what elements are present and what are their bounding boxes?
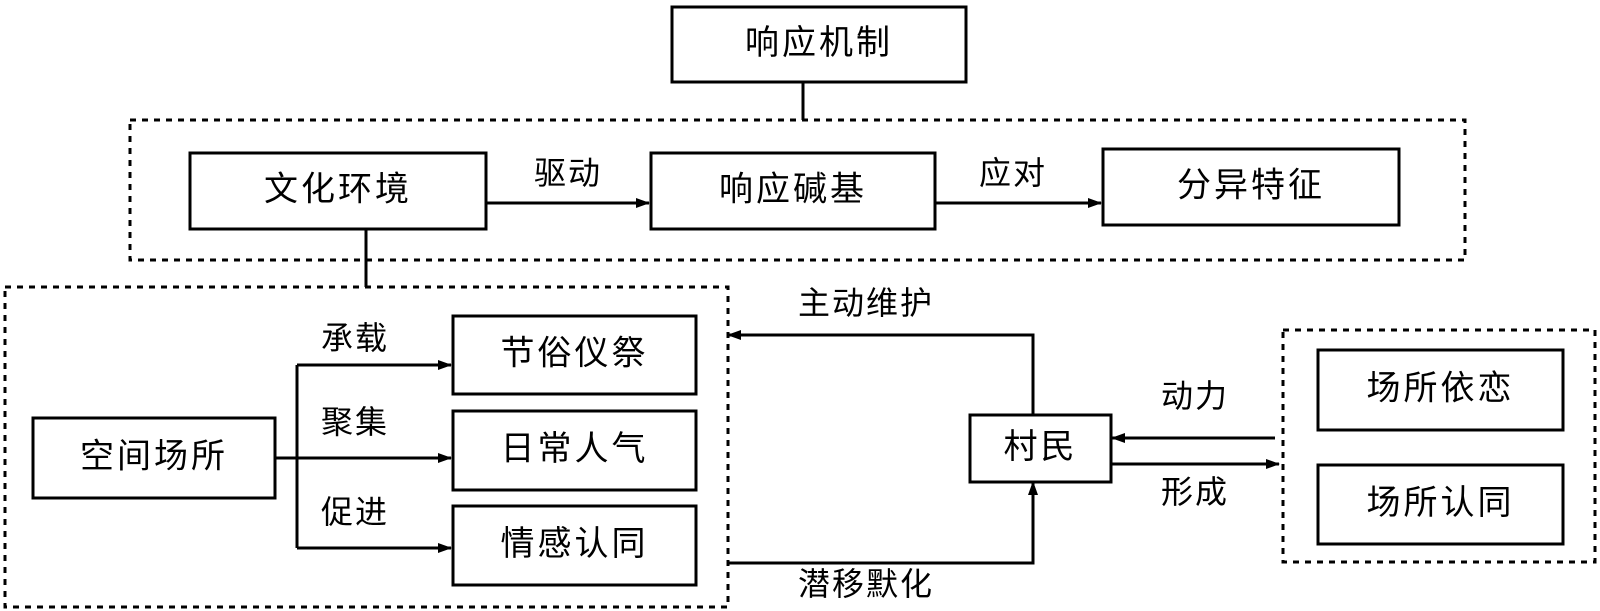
arrow-active-maintenance xyxy=(727,330,1035,415)
node-villagers: 村民 xyxy=(1004,427,1078,467)
right-dashed-group xyxy=(1281,328,1597,564)
label-subtle-influence: 潜移默化 xyxy=(798,565,934,603)
node-daily-popularity: 日常人气 xyxy=(501,429,649,469)
label-promote: 促进 xyxy=(321,493,389,531)
label-respond: 应对 xyxy=(979,154,1047,192)
label-gather: 聚集 xyxy=(321,403,389,441)
node-box-emotional-identity xyxy=(451,504,698,587)
node-box-daily-popularity xyxy=(451,409,698,492)
node-box-response-base xyxy=(649,151,937,231)
node-box-villagers xyxy=(968,413,1113,484)
node-box-festival-rituals xyxy=(451,314,698,396)
node-place-attachment: 场所依恋 xyxy=(1367,369,1515,409)
node-box-place-identity xyxy=(1316,463,1565,546)
node-differentiation-features: 分异特征 xyxy=(1177,166,1325,206)
node-cultural-environment: 文化环境 xyxy=(264,170,412,210)
node-box-response-mechanism xyxy=(670,5,968,84)
arrow-subtle-influence xyxy=(728,481,1038,565)
node-response-mechanism: 响应机制 xyxy=(745,23,893,63)
label-active-maintenance: 主动维护 xyxy=(798,284,934,322)
label-carry: 承载 xyxy=(321,319,389,357)
label-motivation: 动力 xyxy=(1161,377,1229,415)
node-place-identity: 场所认同 xyxy=(1367,483,1515,523)
label-drive: 驱动 xyxy=(534,154,602,192)
node-spatial-place: 空间场所 xyxy=(80,437,228,477)
node-response-base: 响应碱基 xyxy=(719,170,867,210)
node-box-spatial-place xyxy=(31,416,277,500)
node-box-differentiation-features xyxy=(1101,147,1401,227)
node-box-cultural-environment xyxy=(188,151,488,231)
label-form: 形成 xyxy=(1161,473,1229,511)
node-emotional-identity: 情感认同 xyxy=(501,524,649,564)
node-box-place-attachment xyxy=(1316,348,1565,432)
top-dashed-group xyxy=(128,118,1467,262)
node-festival-rituals: 节俗仪祭 xyxy=(501,334,649,374)
